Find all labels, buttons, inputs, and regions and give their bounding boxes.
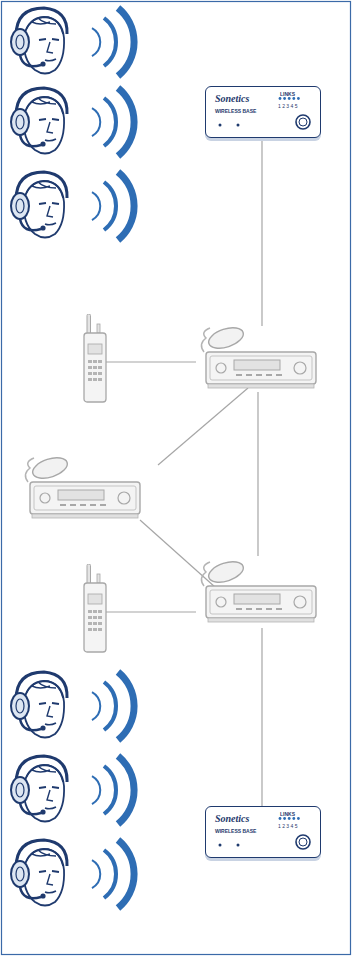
wireless-waves: [92, 8, 134, 908]
panel-text: WIRELESS BASE: [215, 829, 256, 834]
radios: [25, 314, 316, 652]
panel-text: LINKS: [280, 812, 295, 817]
radio-links: [106, 140, 262, 806]
panel-text: WIRELESS BASE: [215, 109, 256, 114]
brand-name: Sonetics: [215, 94, 249, 104]
wireless-base: SoneticsWIRELESS BASE LINKS 1 2 3 4 5: [205, 86, 321, 138]
base-panel: [204, 805, 320, 857]
wireless-base: SoneticsWIRELESS BASE LINKS 1 2 3 4 5: [205, 806, 321, 858]
headsets: [11, 8, 67, 906]
panel-text: 1 2 3 4 5: [278, 104, 297, 109]
panel-text: LINKS: [280, 92, 295, 97]
base-panel: [204, 85, 320, 137]
brand-name: Sonetics: [215, 814, 249, 824]
panel-text: 1 2 3 4 5: [278, 824, 297, 829]
